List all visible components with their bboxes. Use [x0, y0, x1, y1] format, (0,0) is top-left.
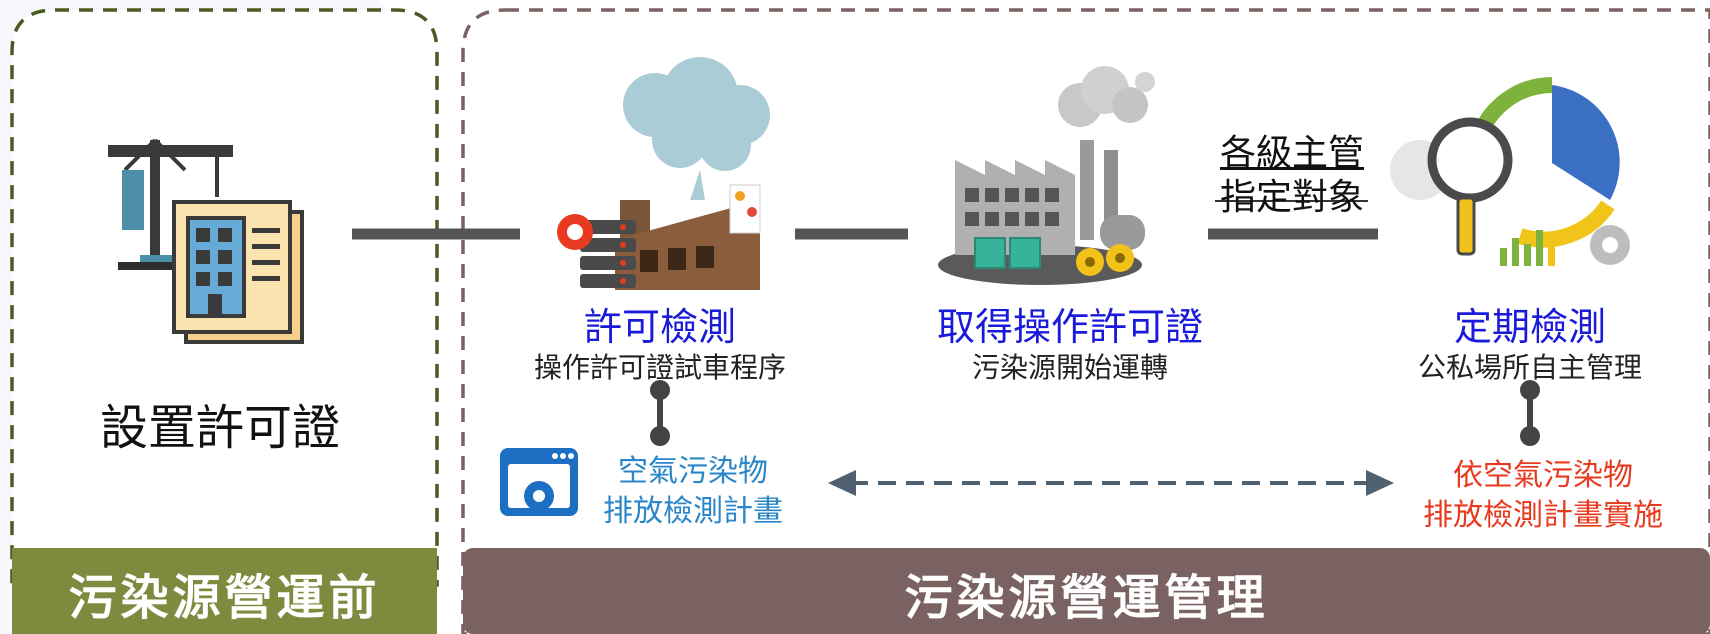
pin-connector-right — [1520, 380, 1540, 446]
pin-connector-left — [650, 380, 670, 446]
analytics-magnifier-icon — [1390, 77, 1630, 266]
implement-note-line1: 依空氣污染物 — [1453, 458, 1633, 493]
stage-title-periodic-testing: 定期檢測 — [1453, 305, 1607, 349]
right-panel-footer-label: 污染源營運管理 — [904, 570, 1269, 626]
factory-pollution-icon — [557, 57, 770, 290]
stage-title-operation-permit: 取得操作許可證 — [936, 305, 1204, 349]
stage-subtitle-permit-testing: 操作許可證試車程序 — [533, 351, 787, 384]
factory-operating-icon — [938, 66, 1155, 285]
plan-note-line1: 空氣污染物 — [618, 454, 768, 489]
connector-label-line1: 各級主管 — [1219, 133, 1365, 174]
stage-subtitle-operation-permit: 污染源開始運轉 — [971, 351, 1169, 384]
stage-subtitle-periodic-testing: 公私場所自主管理 — [1417, 351, 1643, 384]
step-label-setup-permit: 設置許可證 — [99, 400, 341, 456]
stage-title-permit-testing: 許可檢測 — [583, 305, 737, 349]
bidirectional-dashed-arrow — [828, 470, 1394, 496]
left-panel-footer-label: 污染源營運前 — [68, 570, 381, 626]
right-panel-footer-bg — [463, 548, 1710, 634]
plan-note-line2: 排放檢測計畫 — [603, 494, 783, 529]
connector-label-line2: 指定對象 — [1219, 177, 1365, 218]
web-settings-icon — [500, 448, 578, 516]
construction-crane-icon — [108, 138, 304, 344]
left-panel-footer-bg — [12, 548, 437, 634]
implement-note-line2: 排放檢測計畫實施 — [1423, 498, 1663, 533]
